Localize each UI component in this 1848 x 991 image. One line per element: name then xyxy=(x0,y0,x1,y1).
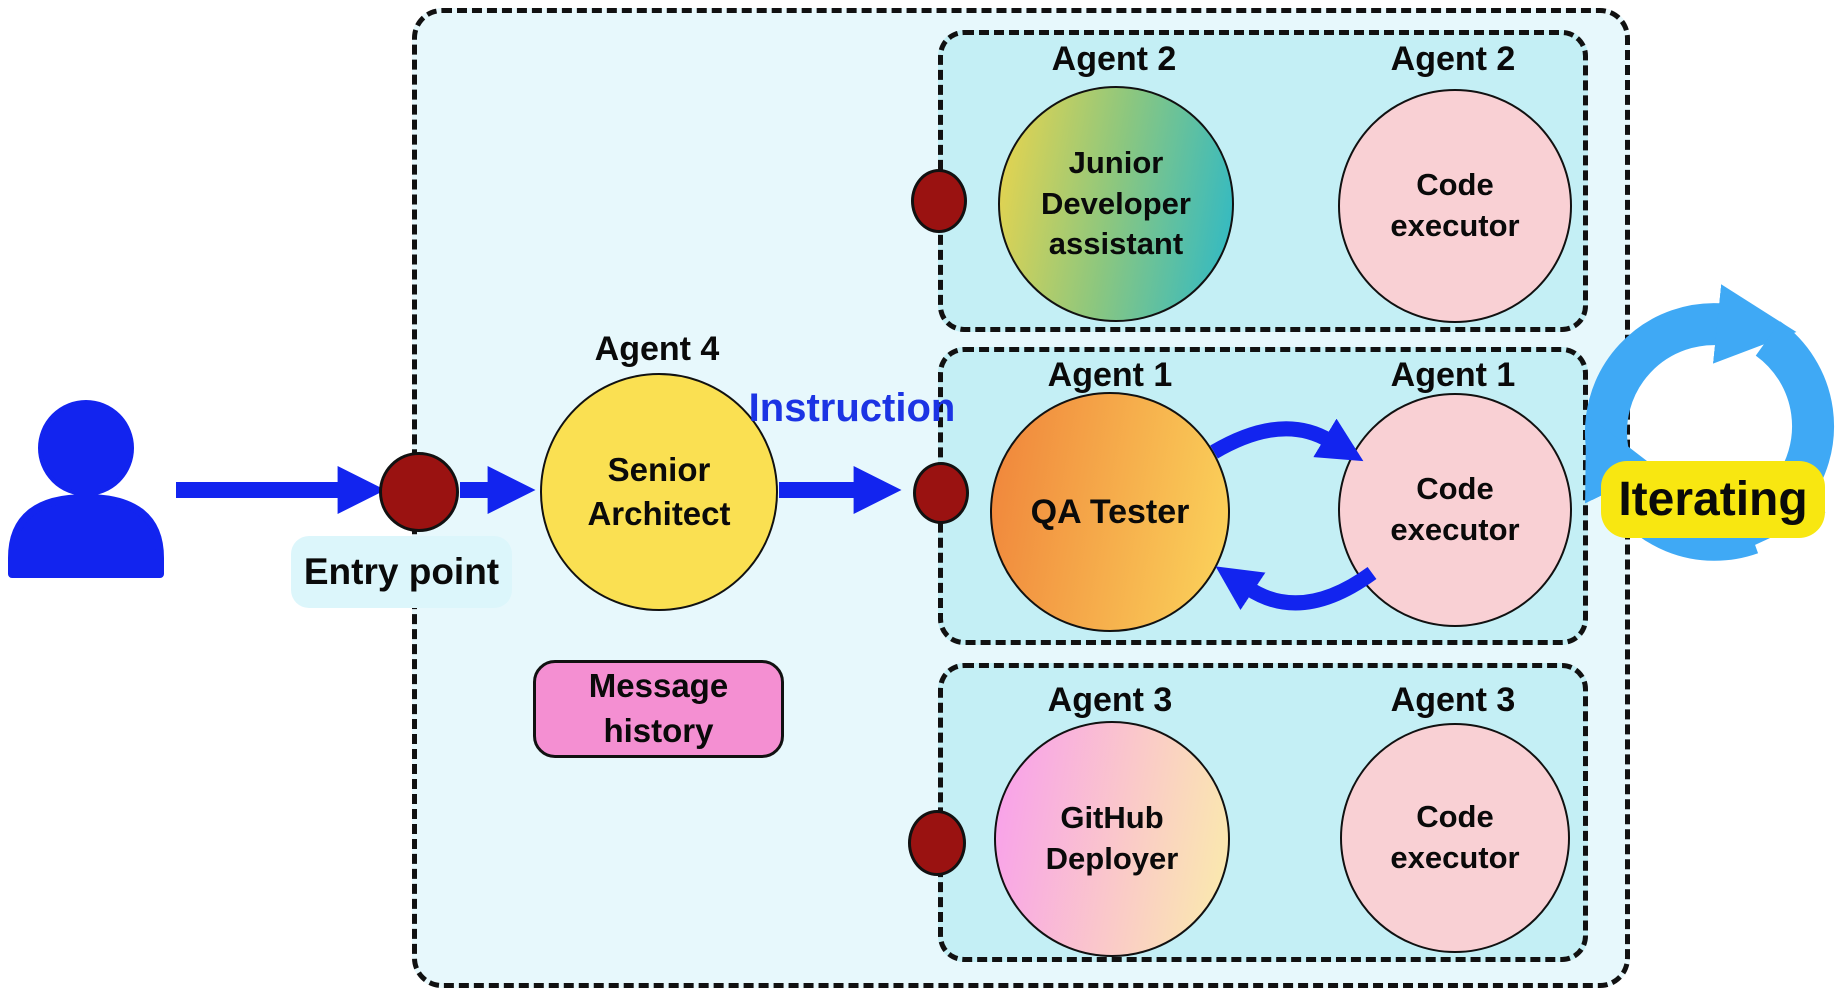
agent2-code-executor-node: Code executor xyxy=(1338,89,1572,323)
instruction-label: Instruction xyxy=(748,386,956,430)
junior-developer-assistant-node: Junior Developer assistant xyxy=(998,86,1234,322)
message-history-badge: Message history xyxy=(533,660,784,758)
agent2-label-right: Agent 2 xyxy=(1390,40,1516,78)
agent1-label-left: Agent 1 xyxy=(1047,356,1173,394)
agent3-label-left: Agent 3 xyxy=(1047,681,1173,719)
agent2-connection-dot xyxy=(911,169,967,233)
qa-tester-node: QA Tester xyxy=(990,392,1230,632)
agent3-label-right: Agent 3 xyxy=(1390,681,1516,719)
agent4-label: Agent 4 xyxy=(594,330,720,368)
person-icon xyxy=(8,400,164,578)
agent1-connection-dot xyxy=(913,462,969,524)
agent3-connection-dot xyxy=(908,810,966,876)
agent2-label-left: Agent 2 xyxy=(1051,40,1177,78)
senior-architect-node: Senior Architect xyxy=(540,373,778,611)
entry-connection-dot xyxy=(379,452,459,532)
agent1-label-right: Agent 1 xyxy=(1390,356,1516,394)
github-deployer-node: GitHub Deployer xyxy=(994,721,1230,957)
iterating-badge: Iterating xyxy=(1601,461,1825,538)
entry-point-label: Entry point xyxy=(291,536,512,608)
agent1-code-executor-node: Code executor xyxy=(1338,393,1572,627)
agent3-code-executor-node: Code executor xyxy=(1340,723,1570,953)
